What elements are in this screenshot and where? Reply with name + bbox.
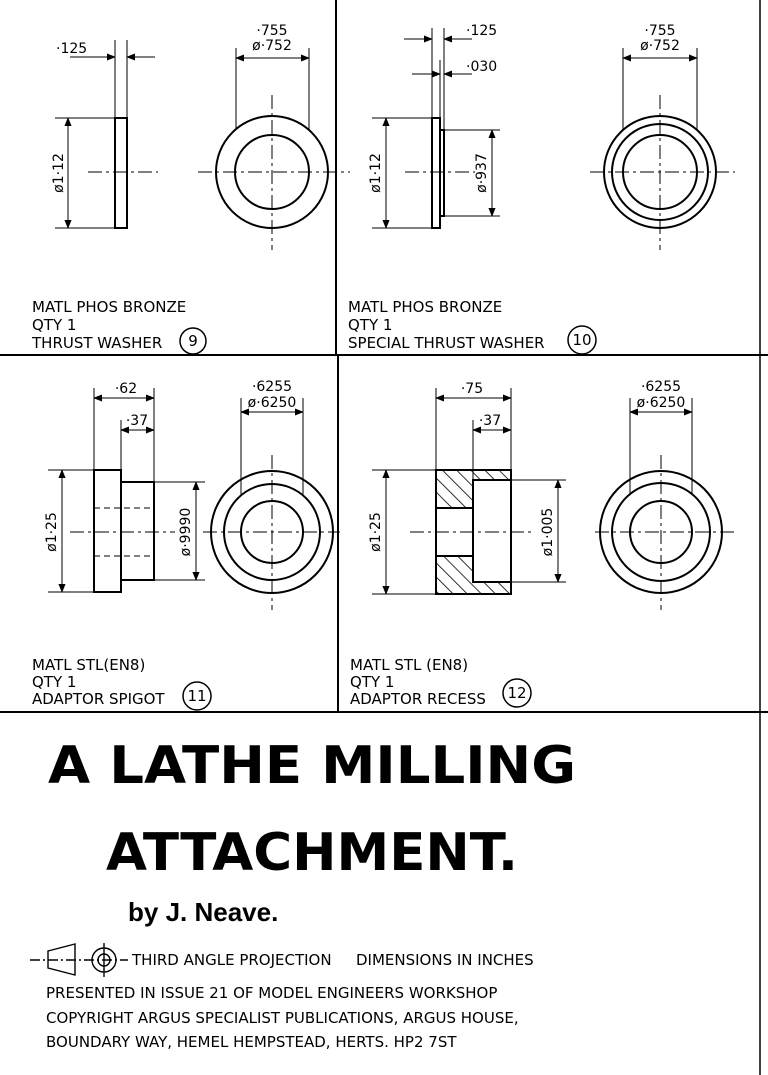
centre-lines bbox=[88, 95, 350, 250]
material-label: MATL PHOS BRONZE bbox=[32, 298, 186, 316]
dim-bore-upper: ·755 bbox=[644, 23, 675, 39]
dim-overall-length: ·62 bbox=[115, 381, 137, 397]
dim-bore-lower: ø·6250 bbox=[248, 395, 297, 411]
dim-bore-lower: ø·752 bbox=[252, 38, 292, 54]
dim-recess-diameter: ø1·005 bbox=[540, 508, 556, 557]
dim-thickness: ·125 bbox=[466, 23, 497, 39]
part-number: 10 bbox=[572, 331, 591, 349]
dim-bore-lower: ø·6250 bbox=[637, 395, 686, 411]
part-number: 11 bbox=[187, 687, 206, 705]
footer-line-1: PRESENTED IN ISSUE 21 OF MODEL ENGINEERS… bbox=[46, 984, 497, 1002]
quantity-label: QTY 1 bbox=[32, 316, 76, 334]
material-label: MATL STL (EN8) bbox=[350, 656, 468, 674]
side-view bbox=[431, 117, 445, 229]
dim-thickness: ·125 bbox=[56, 41, 87, 57]
dim-bore-upper: ·6255 bbox=[641, 379, 681, 395]
dim-bore-lower: ø·752 bbox=[640, 38, 680, 54]
dim-outer-diameter: ø1·25 bbox=[368, 512, 384, 552]
footer-line-2: COPYRIGHT ARGUS SPECIALIST PUBLICATIONS,… bbox=[46, 1009, 519, 1027]
material-label: MATL PHOS BRONZE bbox=[348, 298, 502, 316]
dimension-lines bbox=[48, 388, 304, 593]
part-number: 9 bbox=[188, 332, 198, 350]
dim-spigot-diameter: ø·9990 bbox=[178, 508, 194, 557]
third-angle-projection-icon bbox=[30, 943, 128, 977]
centre-lines bbox=[410, 455, 735, 610]
panel-special-thrust-washer: ·125 ·030 ø1·12 ø·937 ·755 ø·752 MATL PH… bbox=[348, 23, 735, 355]
part-name: THRUST WASHER bbox=[31, 334, 162, 352]
dim-recess-length: ·37 bbox=[479, 413, 501, 429]
part-name: SPECIAL THRUST WASHER bbox=[348, 334, 545, 352]
dim-bore-upper: ·6255 bbox=[252, 379, 292, 395]
dimension-lines bbox=[372, 28, 698, 229]
centre-lines bbox=[70, 455, 340, 610]
title-line-2: ATTACHMENT. bbox=[106, 823, 518, 883]
title-line-1: A LATHE MILLING bbox=[48, 736, 576, 796]
dim-outer-diameter: ø1·12 bbox=[368, 153, 384, 193]
end-view bbox=[215, 115, 329, 229]
dim-step-diameter: ø·937 bbox=[474, 153, 490, 193]
dim-step: ·030 bbox=[466, 59, 497, 75]
dim-overall-length: ·75 bbox=[461, 381, 483, 397]
side-view bbox=[114, 117, 128, 229]
dimension-lines bbox=[372, 388, 693, 595]
quantity-label: QTY 1 bbox=[350, 673, 394, 691]
part-name: ADAPTOR SPIGOT bbox=[32, 690, 165, 708]
quantity-label: QTY 1 bbox=[32, 673, 76, 691]
centre-lines bbox=[405, 95, 735, 250]
dim-outer-diameter: ø1·12 bbox=[51, 153, 67, 193]
part-number: 12 bbox=[507, 684, 526, 702]
material-label: MATL STL(EN8) bbox=[32, 656, 145, 674]
panel-adaptor-spigot: ·62 ·37 ø1·25 ø·9990 ·6255 ø·6250 MATL S… bbox=[32, 379, 340, 711]
author: by J. Neave. bbox=[128, 897, 278, 927]
part-name: ADAPTOR RECESS bbox=[350, 690, 486, 708]
footer-line-3: BOUNDARY WAY, HEMEL HEMPSTEAD, HERTS. HP… bbox=[46, 1033, 457, 1051]
dim-spigot-length: ·37 bbox=[126, 413, 148, 429]
title-block: A LATHE MILLING ATTACHMENT. by J. Neave.… bbox=[30, 736, 576, 1051]
end-view bbox=[603, 115, 717, 229]
units-label: DIMENSIONS IN INCHES bbox=[356, 951, 534, 969]
quantity-label: QTY 1 bbox=[348, 316, 392, 334]
end-view bbox=[599, 470, 723, 594]
panel-thrust-washer: ·125 ø1·12 ·755 ø·752 MATL PHOS BRONZE Q… bbox=[31, 23, 350, 355]
dim-bore-upper: ·755 bbox=[256, 23, 287, 39]
dimension-lines bbox=[55, 40, 310, 229]
panel-adaptor-recess: ·75 ·37 ø1·25 ø1·005 ·6255 ø·6250 MATL S… bbox=[350, 379, 735, 708]
side-view bbox=[93, 469, 155, 593]
dim-outer-diameter: ø1·25 bbox=[44, 512, 60, 552]
projection-label: THIRD ANGLE PROJECTION bbox=[131, 951, 332, 969]
end-view bbox=[210, 470, 334, 594]
